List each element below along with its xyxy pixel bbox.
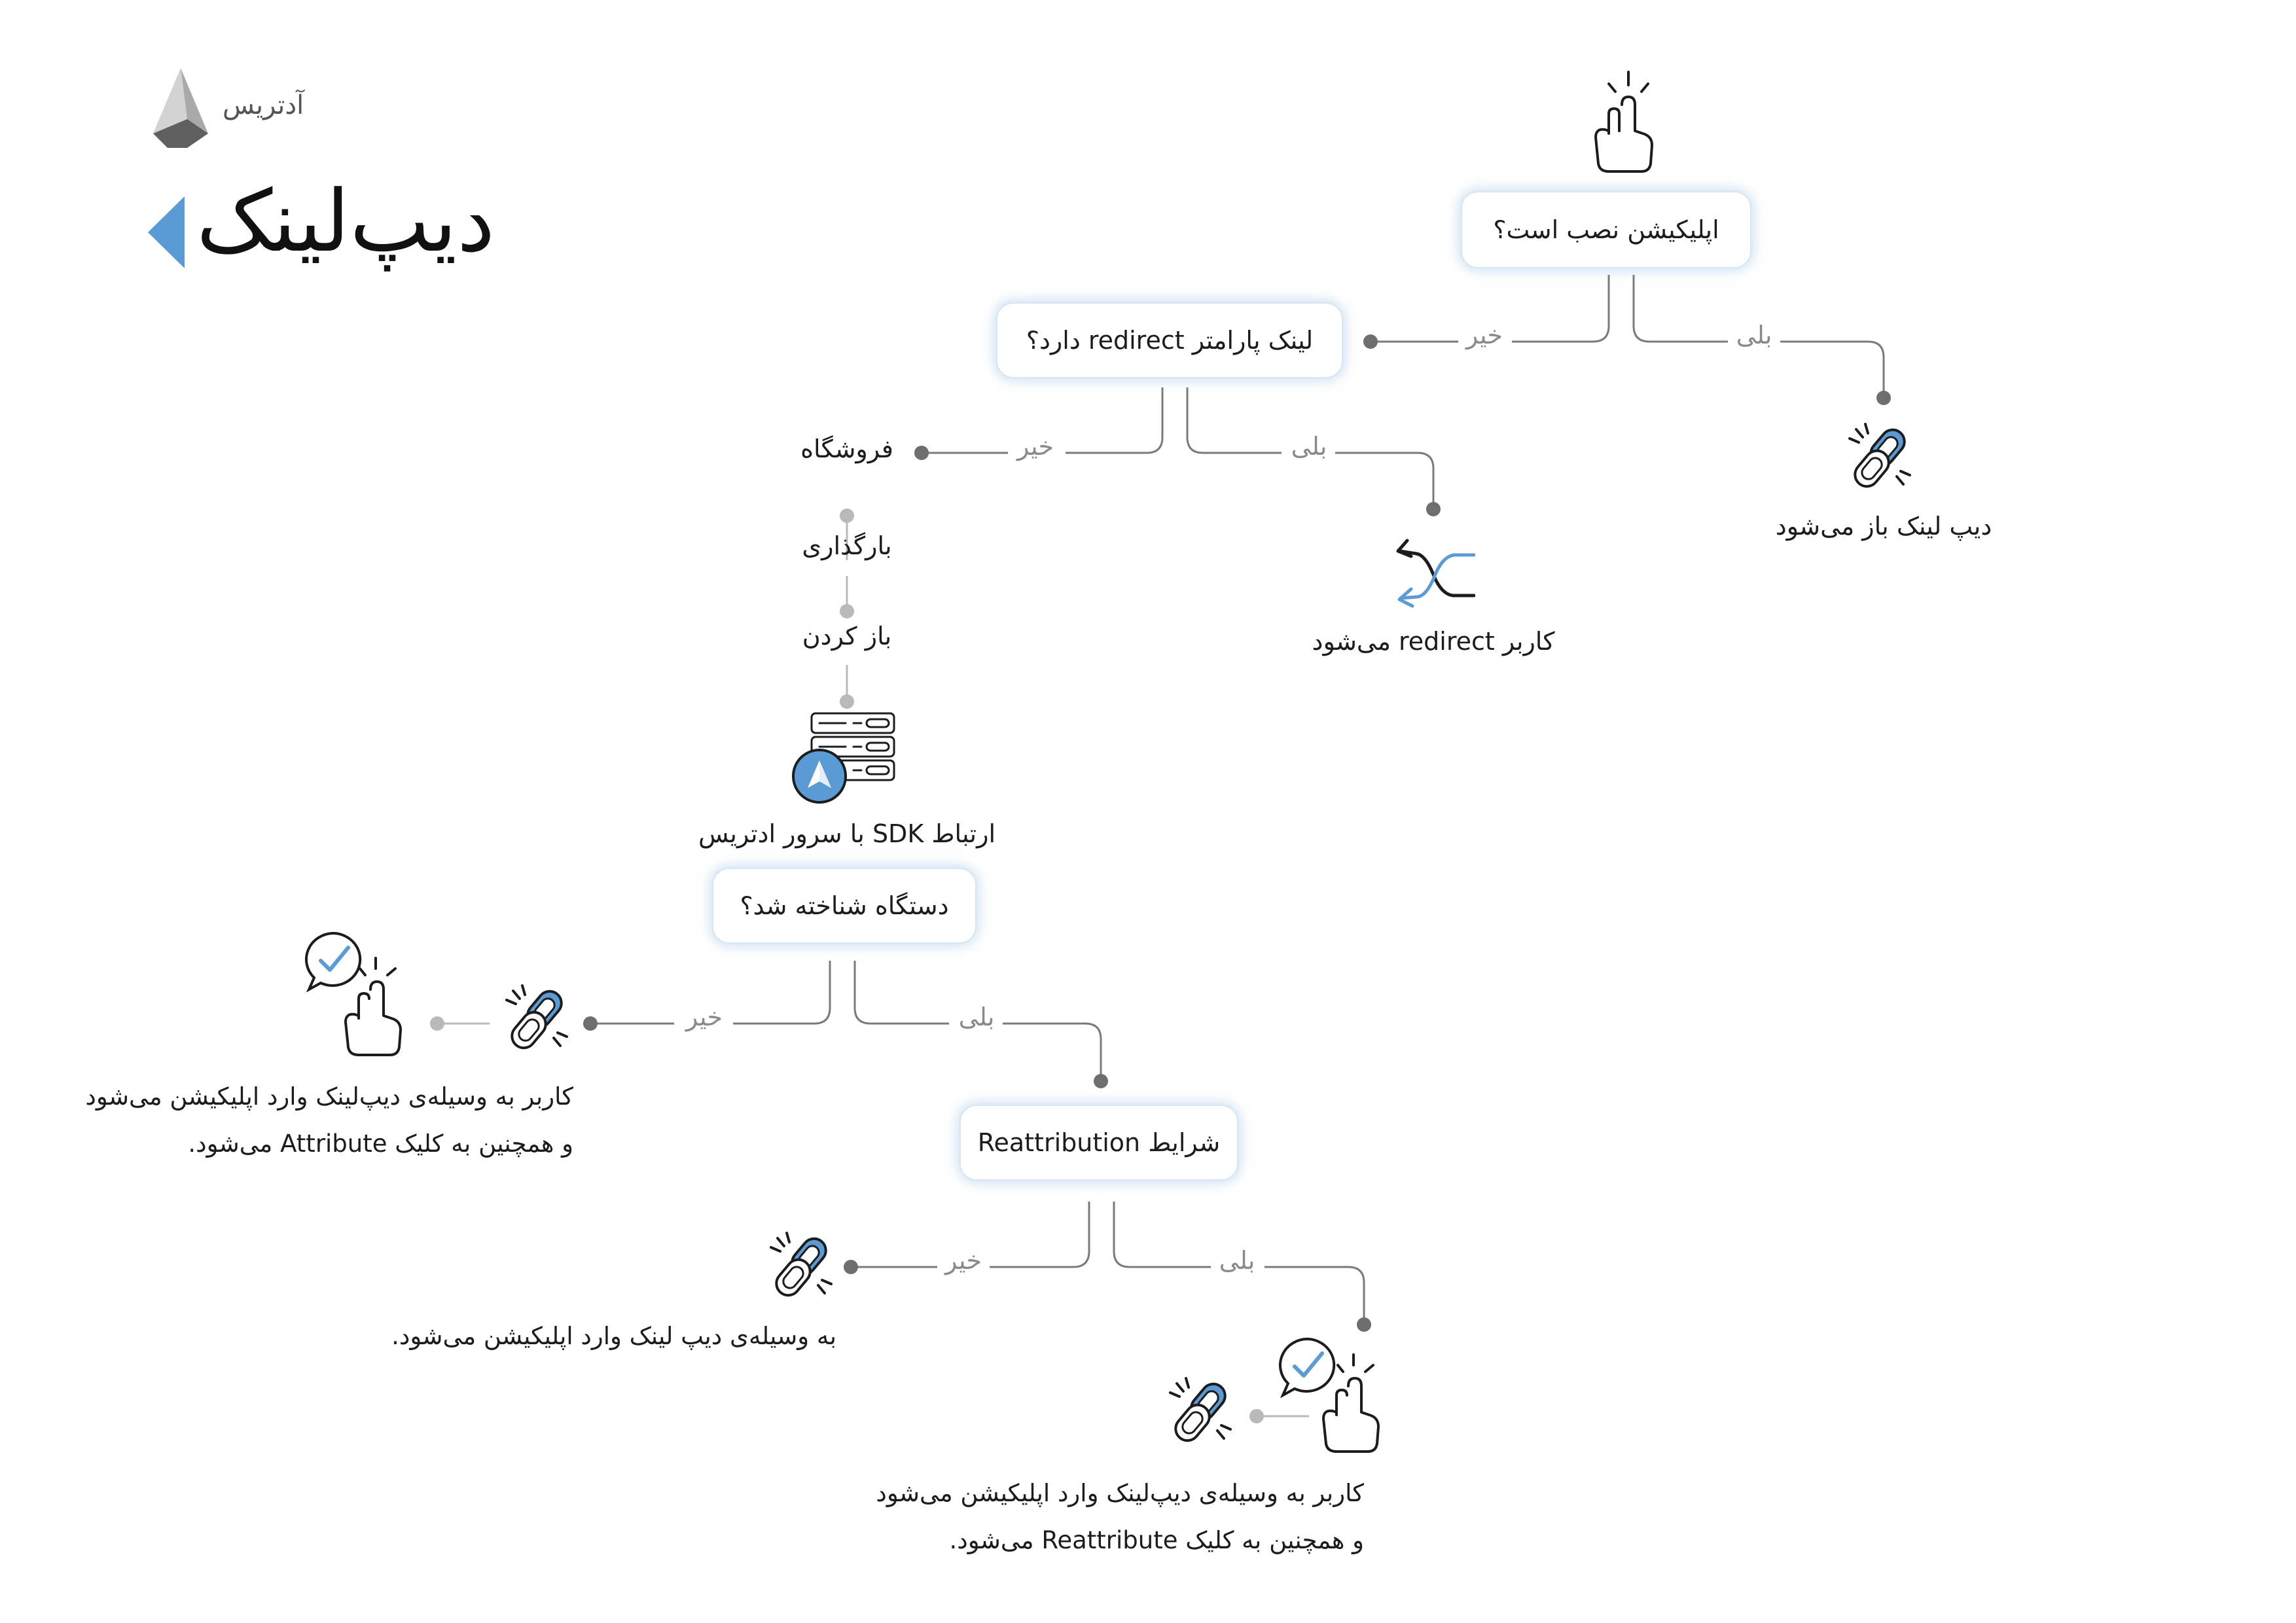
check-bubble-icon: [305, 931, 362, 992]
question-app-installed: اپلیکیشن نصب است؟: [1461, 191, 1751, 268]
step-sdk-connection: ارتباط SDK با سرور ادتریس: [698, 819, 996, 848]
branch-yes-label: بلی: [1212, 1246, 1262, 1275]
link-chain-icon: [1848, 423, 1911, 488]
result-attribute-line1: کاربر به وسیله‌ی دیپ‌لینک وارد اپلیکیشن …: [85, 1082, 573, 1111]
result-deeplink-opens: دیپ لینک باز می‌شود: [1775, 512, 1992, 541]
question-app-installed-text: اپلیکیشن نصب است؟: [1493, 215, 1719, 244]
tap-hand-icon: [344, 957, 402, 1056]
result-reattribute-text: کاربر به وسیله‌ی دیپ‌لینک وارد اپلیکیشن …: [876, 1470, 1364, 1564]
branch-no-label: خیر: [679, 1003, 729, 1031]
redirect-arrows-icon: [1396, 539, 1475, 608]
result-deeplink-enter: به وسیله‌ی دیپ لینک وارد اپلیکیشن می‌شود…: [391, 1313, 836, 1360]
step-open: باز کردن: [802, 622, 892, 651]
branch-yes-label: بلی: [1729, 321, 1779, 349]
question-reattribution-text: شرایط Reattribution: [977, 1128, 1221, 1157]
logo-text: آدتریس: [223, 90, 304, 120]
question-reattribution: شرایط Reattribution: [960, 1105, 1238, 1181]
branch-no-label: خیر: [1011, 432, 1060, 461]
question-redirect-param-text: لینک پارامتر redirect دارد؟: [1026, 326, 1314, 355]
check-bubble-icon: [1279, 1337, 1336, 1398]
result-attribute-text: کاربر به وسیله‌ی دیپ‌لینک وارد اپلیکیشن …: [85, 1073, 573, 1168]
result-deeplink-enter-line: به وسیله‌ی دیپ لینک وارد اپلیکیشن می‌شود…: [391, 1322, 836, 1350]
question-device-recognized-text: دستگاه شناخته شد؟: [740, 891, 949, 920]
logo-icon: [153, 68, 208, 148]
step-store: فروشگاه: [800, 435, 893, 463]
title-arrow-icon: [148, 196, 185, 268]
question-redirect-param: لینک پارامتر redirect دارد؟: [996, 302, 1343, 378]
link-chain-icon: [770, 1232, 833, 1297]
step-download: بارگذاری: [802, 531, 892, 560]
result-attribute-line2: و همچنین به کلیک Attribute می‌شود.: [188, 1130, 573, 1158]
branch-no-label: خیر: [1460, 321, 1509, 349]
link-chain-icon: [505, 984, 568, 1050]
page-title: دیپ‌لینک: [196, 171, 495, 271]
link-chain-icon: [1169, 1377, 1232, 1442]
result-user-redirected: کاربر redirect می‌شود: [1312, 627, 1555, 656]
branch-yes-label: بلی: [952, 1003, 1001, 1031]
branch-no-label: خیر: [939, 1246, 988, 1275]
tap-hand-icon: [1594, 71, 1653, 173]
tap-hand-icon: [1322, 1353, 1380, 1453]
result-reattribute-line1: کاربر به وسیله‌ی دیپ‌لینک وارد اپلیکیشن …: [876, 1479, 1364, 1507]
server-icon: [792, 712, 895, 804]
result-reattribute-line2: و همچنین به کلیک Reattribute می‌شود.: [949, 1526, 1364, 1554]
branch-yes-label: بلی: [1284, 432, 1334, 461]
question-device-recognized: دستگاه شناخته شد؟: [712, 868, 977, 944]
